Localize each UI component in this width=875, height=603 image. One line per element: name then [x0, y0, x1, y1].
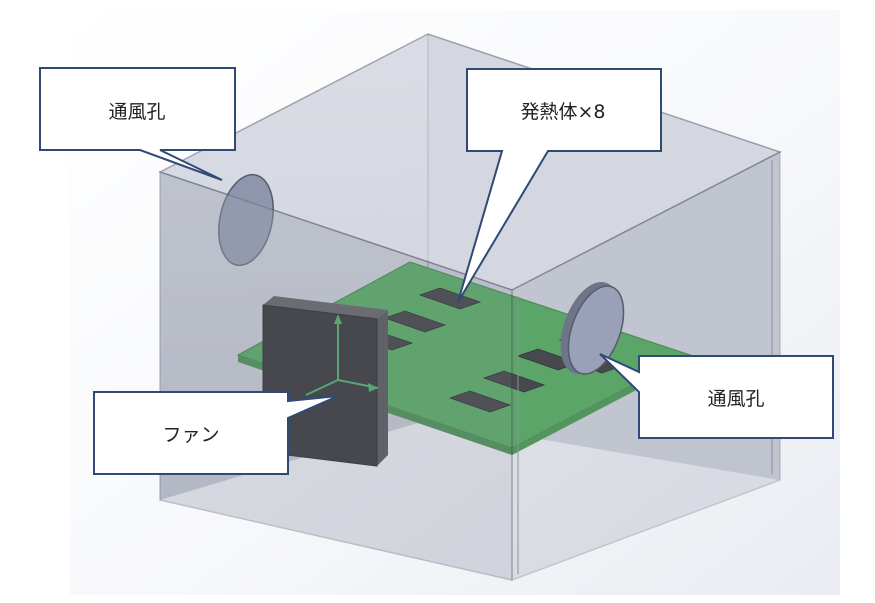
box-front-left-panel [159, 170, 513, 581]
callout-fan: ファン [93, 391, 339, 475]
callout-vent-left-text: 通風孔 [108, 101, 165, 123]
axis-y-arrow [334, 314, 342, 324]
vent-left [218, 173, 274, 267]
callout-fan-text: ファン [162, 424, 219, 446]
fan-side [377, 310, 388, 466]
axis-z [305, 379, 339, 396]
box-top-rim [158, 33, 782, 291]
fan [262, 296, 388, 467]
fan-top [263, 296, 388, 319]
axis-x-arrow [368, 383, 378, 392]
vent-right [567, 285, 625, 375]
callout-vent-right: 通風孔 [599, 353, 834, 439]
chip [418, 287, 482, 310]
callout-heat-sources: 発熱体×8 [457, 68, 662, 303]
chip [448, 390, 512, 413]
callout-heat-sources-text: 発熱体×8 [520, 101, 605, 123]
chip [383, 310, 447, 333]
callout-vent-left: 通風孔 [39, 67, 236, 181]
callout-vent-right-text: 通風孔 [707, 388, 764, 410]
chip [482, 370, 546, 393]
